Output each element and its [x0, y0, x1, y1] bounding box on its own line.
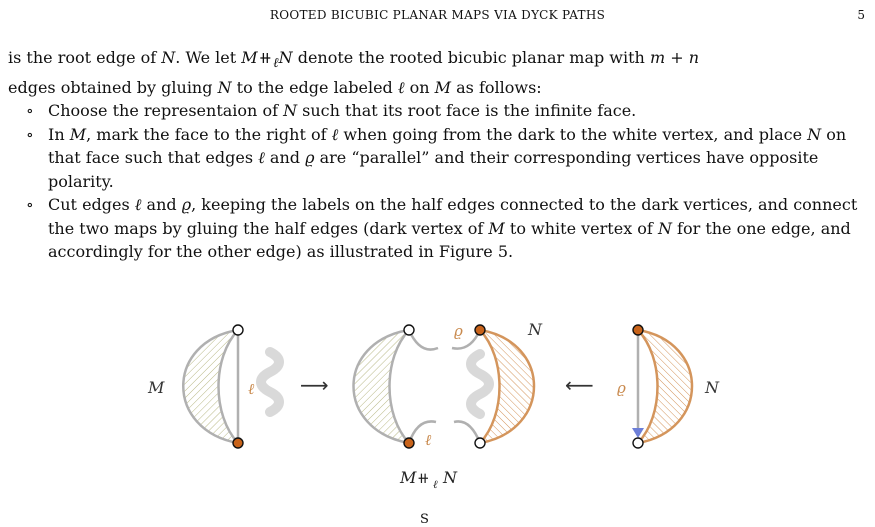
dark-vertex [403, 437, 415, 449]
bullet-item-2: ∘ In M, mark the face to the right of ℓ … [26, 124, 847, 191]
label-rho-right: ϱ [617, 379, 626, 397]
map-glued-middle: ϱ N ℓ M ⧺ ℓ N [352, 320, 543, 491]
white-vertex [403, 324, 415, 336]
label-ell-mid: ℓ [425, 431, 431, 449]
label-N-mid: N [527, 320, 543, 339]
white-vertex [474, 437, 486, 449]
body-text: is the root edge of N. We let M⧺ℓN denot… [8, 46, 868, 264]
caption-op: ⧺ [417, 469, 430, 487]
bullet-glyph: ∘ [26, 101, 34, 121]
dark-vertex [632, 324, 644, 336]
middle-right-face [476, 328, 536, 445]
label-ell-left: ℓ [248, 380, 254, 398]
wiggle-middle [466, 349, 494, 419]
middle-left-face [352, 328, 413, 445]
wiggle-left [256, 347, 284, 417]
arrow-left: ⟵ [565, 373, 594, 397]
white-vertex [632, 437, 644, 449]
bullet-item-1: ∘ Choose the representaion of N such tha… [8, 99, 868, 123]
caption-M: M [399, 468, 417, 487]
bullet-list: ∘ Choose the representaion of N such tha… [8, 99, 868, 264]
dark-vertex [474, 324, 486, 336]
white-vertex [232, 324, 244, 336]
bullet-glyph: ∘ [26, 124, 34, 144]
map-M-face [182, 328, 242, 445]
bullet-item-3: ∘ Cut edges ℓ and ϱ, keeping the labels … [26, 195, 858, 262]
page-number: 5 [857, 8, 865, 22]
map-N-right: ϱ N [617, 324, 720, 449]
caption-N: N [442, 468, 458, 487]
page-header: ROOTED BICUBIC PLANAR MAPS VIA DYCK PATH… [0, 8, 875, 28]
intro-paragraph: is the root edge of N. We let M⧺ℓN denot… [8, 48, 699, 97]
map-N-face [634, 328, 694, 445]
label-rho-mid: ϱ [454, 322, 463, 340]
caption-sub: ℓ [433, 478, 438, 491]
dark-vertex [232, 437, 244, 449]
arrow-right: ⟶ [300, 373, 329, 397]
figure-5-diagram: M ℓ ⟶ ϱ N ℓ M ⧺ ℓ N ⟵ ϱ N [147, 320, 720, 491]
root-arrow-icon [632, 428, 644, 438]
bullet-glyph: ∘ [26, 195, 34, 215]
label-M: M [147, 378, 165, 397]
caption-fragment: S [420, 512, 429, 527]
label-N-right: N [704, 378, 720, 397]
map-M-left: M ℓ [147, 324, 284, 449]
running-head: ROOTED BICUBIC PLANAR MAPS VIA DYCK PATH… [269, 8, 606, 22]
